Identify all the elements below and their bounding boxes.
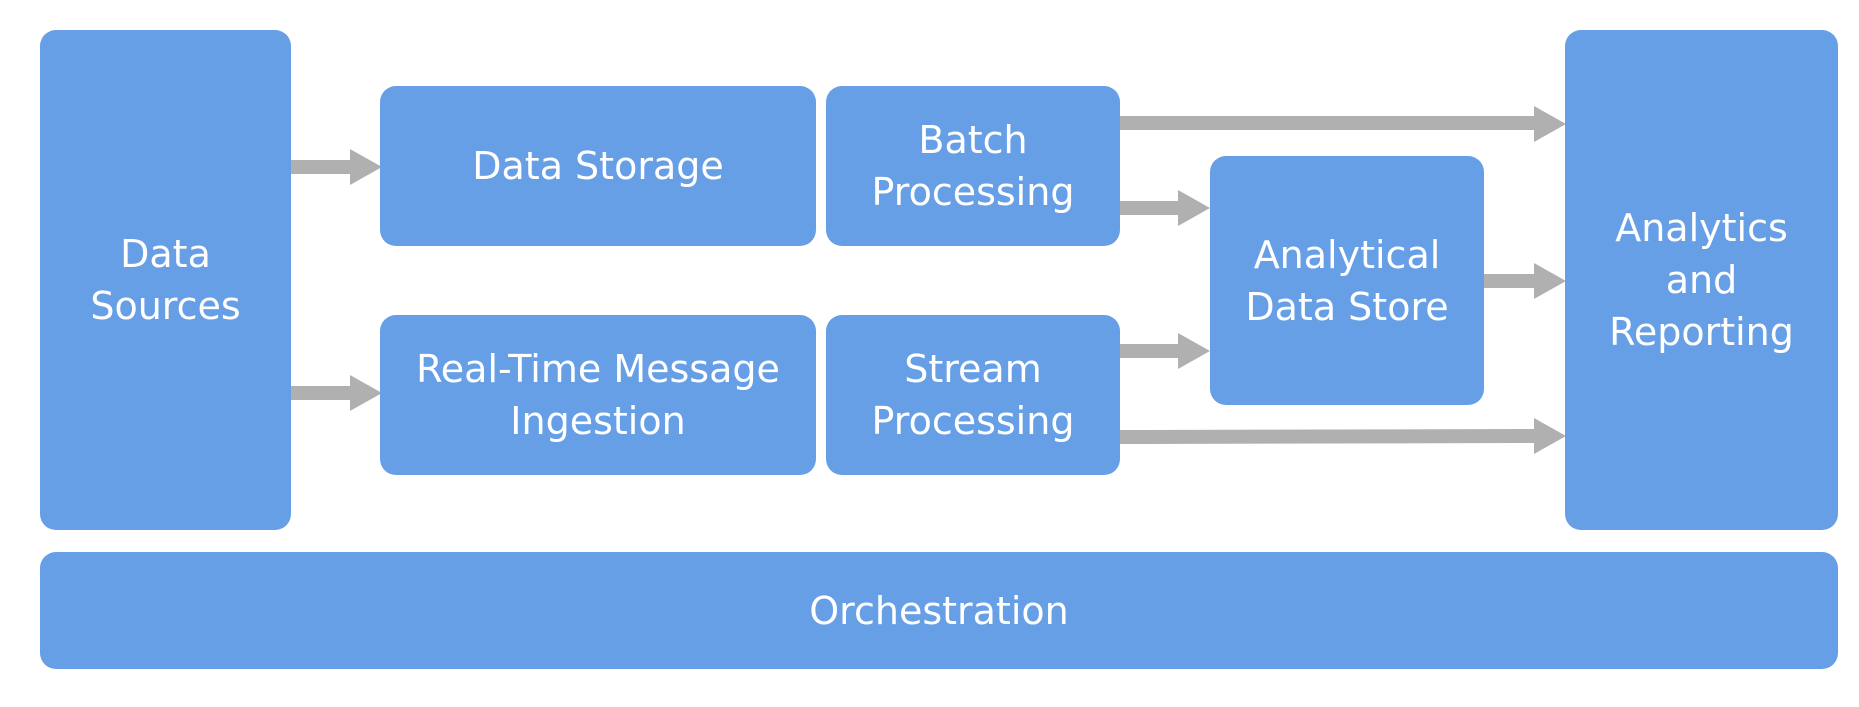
arrow-stream-to-store [1120, 333, 1210, 369]
node-stream-processing: Stream Processing [826, 315, 1120, 475]
node-batch-processing: Batch Processing [826, 86, 1120, 246]
arrow-stream-to-reporting [1119, 418, 1566, 454]
node-stream-processing-label: Stream Processing [871, 347, 1075, 443]
node-data-storage-label: Data Storage [472, 144, 724, 188]
node-data-sources: Data Sources [40, 30, 291, 530]
node-orchestration: Orchestration [40, 552, 1838, 669]
node-analytical-data-store-label: Analytical Data Store [1245, 232, 1449, 329]
node-batch-processing-label: Batch Processing [871, 118, 1075, 214]
node-analytics-reporting-label: Analytics and Reporting [1609, 206, 1794, 354]
node-data-sources-label: Data Sources [90, 232, 241, 328]
node-realtime-ingestion-label: Real-Time Message Ingestion [416, 347, 780, 443]
arrow-batch-to-reporting [1120, 106, 1566, 142]
arrow-store-to-reporting [1484, 263, 1566, 299]
node-analytical-data-store: Analytical Data Store [1210, 156, 1484, 405]
node-analytics-reporting: Analytics and Reporting [1565, 30, 1838, 530]
node-realtime-ingestion: Real-Time Message Ingestion [380, 315, 816, 475]
node-orchestration-label: Orchestration [809, 588, 1069, 633]
arrow-batch-to-store [1120, 190, 1210, 226]
arrow-sources-to-storage [290, 149, 382, 185]
node-data-storage: Data Storage [380, 86, 816, 246]
arrow-sources-to-ingestion [290, 375, 382, 411]
